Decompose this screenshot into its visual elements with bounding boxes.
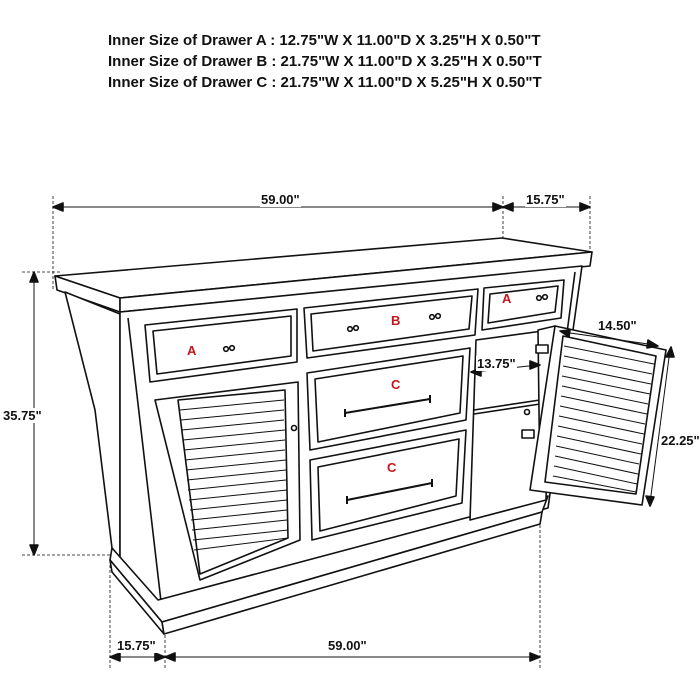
- spec-drawer-a: Inner Size of Drawer A : 12.75"W X 11.00…: [108, 32, 541, 49]
- top-width-label: 59.00": [260, 192, 301, 207]
- cabinet-base: [109, 495, 549, 635]
- shelf-depth-label: 13.75": [476, 356, 517, 371]
- bottom-depth-label: 15.75": [116, 638, 157, 653]
- drawer-a-left-frame: [144, 308, 298, 383]
- cabinet-top: [54, 237, 593, 313]
- drawer-b-frame: [303, 288, 479, 359]
- height-label: 35.75": [2, 408, 43, 423]
- left-louvered-door: [154, 381, 301, 581]
- drawer-label-c-lower: C: [387, 460, 397, 475]
- drawer-label-c-upper: C: [391, 377, 401, 392]
- top-width-dimension: [52, 196, 591, 290]
- door-dimensions: [470, 329, 675, 507]
- drawer-label-a-right: A: [502, 291, 512, 306]
- spec-drawer-b: Inner Size of Drawer B : 21.75"W X 11.00…: [108, 53, 542, 70]
- drawer-c-lower-frame: [309, 429, 467, 541]
- door-width-label: 14.50": [597, 318, 638, 333]
- drawer-label-b: B: [391, 313, 401, 328]
- drawer-a-right-frame: [481, 279, 565, 331]
- bottom-dimension: [109, 520, 541, 668]
- drawer-c-upper-frame: [306, 347, 471, 451]
- door-height-label: 22.25": [660, 433, 700, 448]
- open-cabinet-interior: [469, 329, 551, 521]
- bottom-width-label: 59.00": [327, 638, 368, 653]
- right-open-louvered-door: [521, 325, 667, 506]
- cabinet-side: [64, 291, 121, 561]
- drawer-label-a-left: A: [187, 343, 197, 358]
- top-depth-label: 15.75": [525, 192, 566, 207]
- spec-drawer-c: Inner Size of Drawer C : 21.75"W X 11.00…: [108, 74, 542, 91]
- drawer-specs: Inner Size of Drawer A : 12.75"W X 11.00…: [108, 30, 628, 93]
